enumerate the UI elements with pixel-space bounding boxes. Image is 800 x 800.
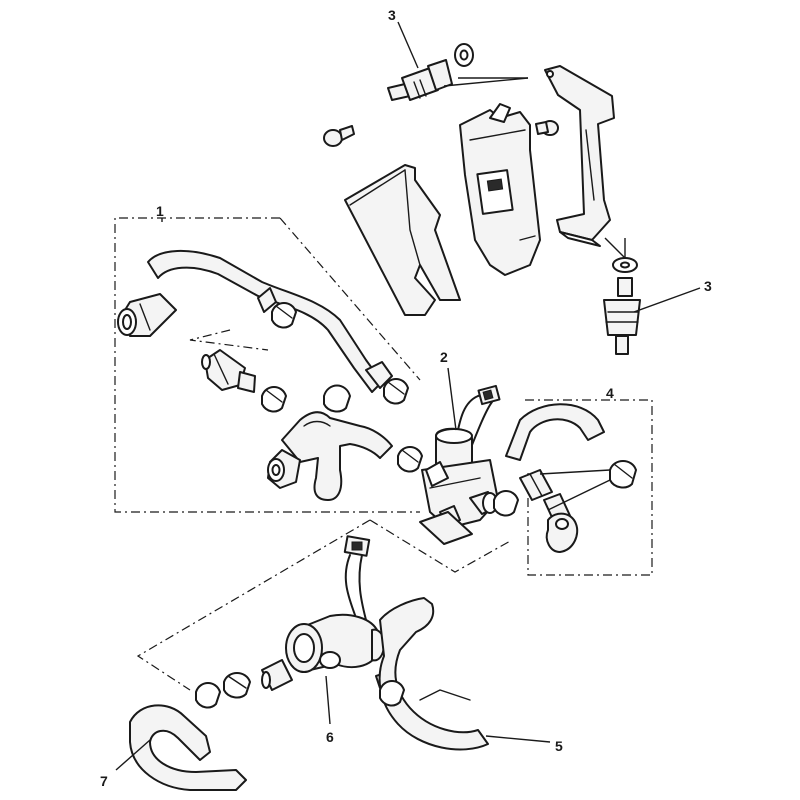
elbow-group-4 <box>545 512 579 553</box>
right-rubber-mount <box>603 237 641 355</box>
clip-middle-left <box>261 386 287 413</box>
svg-text:3: 3 <box>704 278 712 294</box>
bracket-leader-lines <box>443 77 529 87</box>
group-boundary-4 <box>525 399 653 576</box>
hose-upper-long <box>147 249 383 393</box>
callout-3-right: 3 <box>633 278 712 313</box>
callout-1: 1 <box>156 203 164 222</box>
callout-4: 4 <box>606 385 614 401</box>
svg-text:2: 2 <box>440 349 448 365</box>
clip-valve-right <box>493 490 519 517</box>
hose-lower-right-5 <box>378 597 489 751</box>
clip-upper-right <box>383 378 409 405</box>
svg-text:5: 5 <box>555 738 563 754</box>
clip-middle-centre <box>323 384 351 413</box>
hose-stub-right <box>365 361 393 389</box>
clip-upper-1 <box>271 302 297 329</box>
mounting-bracket <box>544 65 615 247</box>
svg-text:4: 4 <box>606 385 614 401</box>
group-4-leader-lines <box>539 469 611 511</box>
callout-7: 7 <box>100 739 151 789</box>
callout-3-top: 3 <box>388 7 419 69</box>
svg-text:3: 3 <box>388 7 396 23</box>
connector-pipe-adaptor <box>201 349 256 393</box>
callout-6: 6 <box>325 675 334 745</box>
heater-control-valve <box>419 384 501 545</box>
callout-5: 5 <box>485 735 563 754</box>
group-boundary-lower <box>136 519 513 691</box>
clip-lower-right <box>379 680 405 707</box>
hose-lower-left-7 <box>129 704 247 791</box>
clips-lower-left <box>195 672 251 709</box>
valve-cover-shield <box>344 164 461 316</box>
valve-mounting-plate <box>459 103 541 276</box>
clip-group-4 <box>609 460 637 489</box>
y-piece-connector <box>267 449 301 489</box>
bolt-right <box>535 120 559 136</box>
bolt-left <box>323 125 355 147</box>
y-piece-hose <box>281 411 393 501</box>
quick-connector-left <box>117 293 177 337</box>
svg-text:6: 6 <box>326 729 334 745</box>
auxiliary-water-pump <box>261 613 393 691</box>
callout-2: 2 <box>440 349 457 431</box>
group-boundary-1 <box>114 217 421 513</box>
hose-stub-upper <box>257 287 277 313</box>
clip-lower-right <box>397 446 423 473</box>
hose-group-4 <box>505 403 605 461</box>
pump-wiring-connector <box>343 535 371 621</box>
svg-text:7: 7 <box>100 773 108 789</box>
svg-text:1: 1 <box>156 203 164 219</box>
top-fixing-stud-assembly <box>387 43 474 101</box>
